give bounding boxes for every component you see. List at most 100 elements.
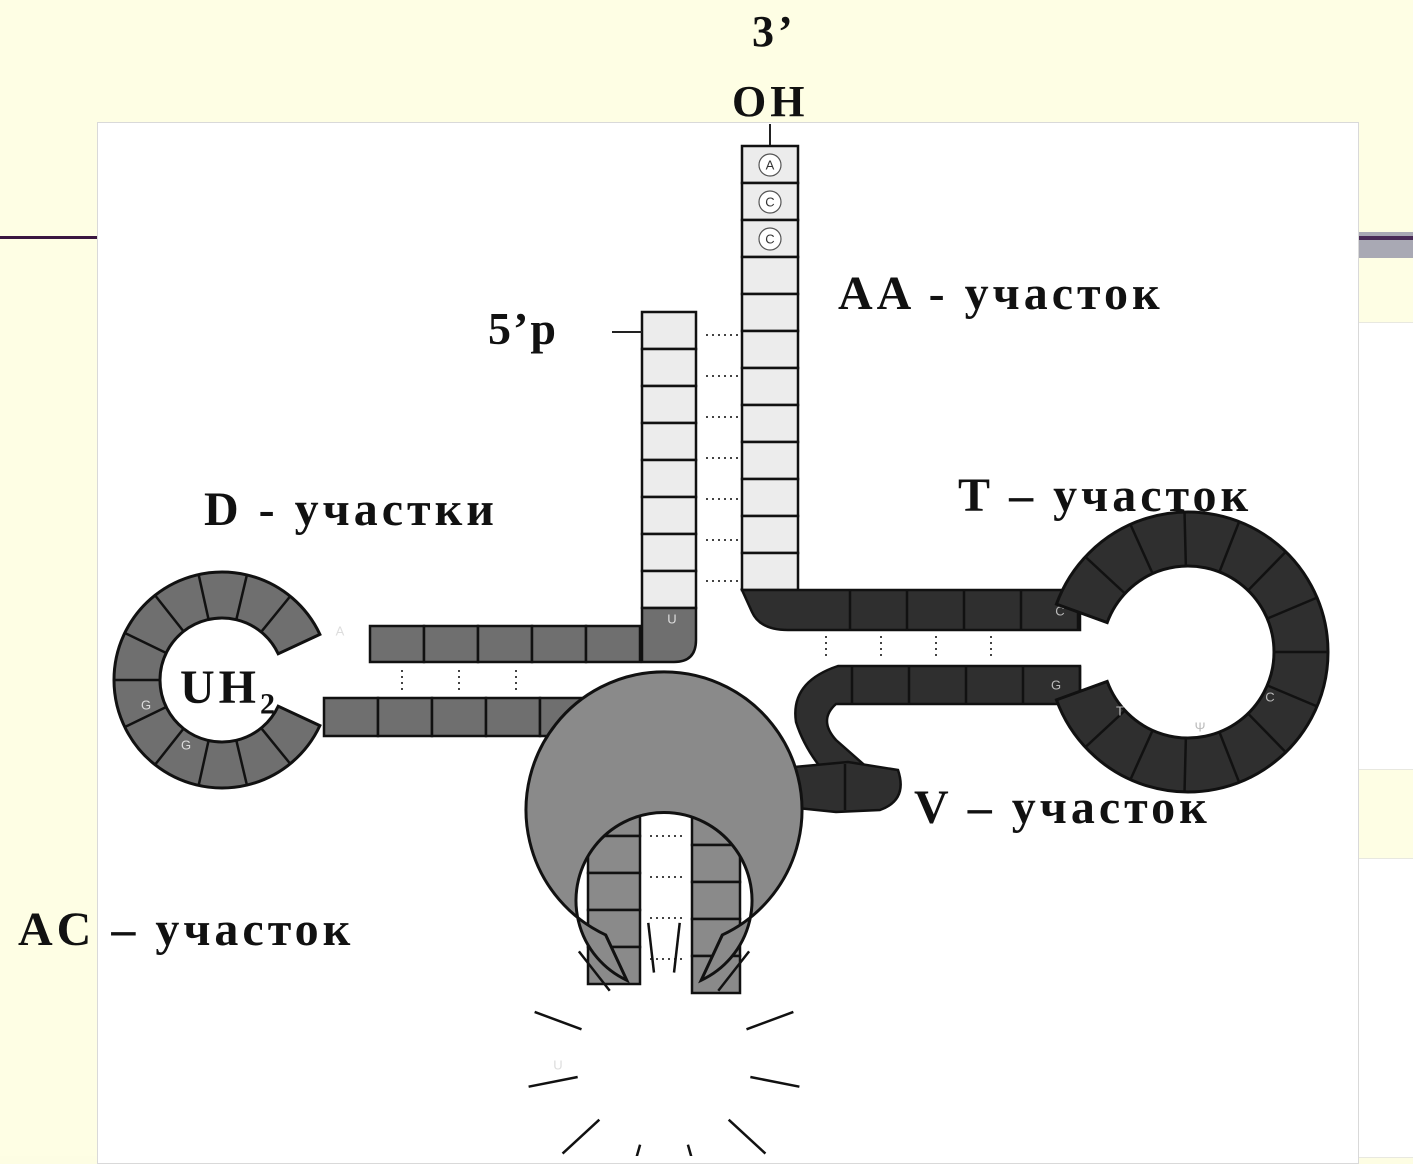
acceptor-3-cell xyxy=(740,440,800,481)
anticodon-loop-seg xyxy=(604,934,628,981)
t-stem-c: C xyxy=(1055,603,1064,618)
d-loop-seg xyxy=(260,727,292,765)
acceptor-5-cell xyxy=(640,569,698,610)
d-loop-a: A xyxy=(336,623,345,638)
uh2-label: UH2 xyxy=(180,660,279,722)
t-loop-t: T xyxy=(1116,703,1124,718)
acceptor-3-cell xyxy=(740,255,800,296)
d-loop-seg xyxy=(154,594,185,633)
t-loop-seg xyxy=(1183,737,1188,792)
d-loop-seg xyxy=(277,633,321,655)
v-region-label: V – участок xyxy=(914,781,1211,834)
anticodon-loop-seg xyxy=(672,922,681,973)
t-loop-seg xyxy=(1056,680,1108,702)
t-loop-seg xyxy=(1129,729,1154,781)
d-loop-seg xyxy=(260,595,292,633)
d-loop-g1: G xyxy=(141,697,151,712)
d-stem-bottom-cell xyxy=(322,696,380,738)
d-stem-bottom-cell xyxy=(376,696,434,738)
t-loop-seg xyxy=(1218,731,1241,783)
nt-circle xyxy=(758,227,782,251)
acceptor-5-cell xyxy=(640,421,698,462)
ac-stem-right-cell xyxy=(690,880,742,921)
slide-divider-left xyxy=(0,236,100,239)
d-stem-u: U xyxy=(667,611,676,626)
t-loop-seg xyxy=(1266,596,1318,620)
t-loop-seg xyxy=(1129,523,1154,575)
d-stem-top-cell xyxy=(368,624,426,664)
anticodon-loop-seg xyxy=(727,1118,767,1155)
t-loop-seg xyxy=(1247,712,1287,754)
t-loop-seg xyxy=(1218,521,1241,573)
anticodon-loop-seg xyxy=(647,922,656,973)
anticodon-loop xyxy=(524,670,804,984)
aa-region-label: AA - участок xyxy=(838,267,1164,320)
acceptor-3-cell xyxy=(740,477,800,518)
t-loop-seg xyxy=(1056,602,1108,624)
d-region-label: D - участки xyxy=(204,483,498,536)
ac-stem-left-cell xyxy=(586,871,642,912)
acceptor-3-cell xyxy=(740,329,800,370)
t-loop-c: C xyxy=(1265,689,1274,704)
acceptor-5-cell xyxy=(640,532,698,573)
anticodon-loop-seg xyxy=(561,1118,601,1155)
acceptor-5-cell xyxy=(640,384,698,425)
t-region-label: T – участок xyxy=(958,469,1253,522)
ac-region-label: AC – участок xyxy=(18,903,355,956)
nt-circle xyxy=(758,190,782,214)
d-loop-seg xyxy=(197,740,210,786)
acceptor-3-cell xyxy=(740,366,800,407)
t-stem-g: G xyxy=(1051,677,1061,692)
five-prime-label: 5’p xyxy=(488,303,558,354)
uh-subscript: 2 xyxy=(260,687,279,721)
d-loop-seg xyxy=(197,574,210,620)
anticodon-loop-seg xyxy=(577,950,611,992)
d-stem-top-cell xyxy=(530,624,588,664)
t-loop-seg xyxy=(1084,555,1126,595)
background-panel-right-2 xyxy=(1357,858,1413,1158)
anticodon-loop-seg xyxy=(528,1075,578,1088)
acceptor-nucleotide: C xyxy=(765,231,774,246)
acceptor-5-cell xyxy=(640,347,698,388)
d-stem-bottom-cell xyxy=(484,696,542,738)
anticodon-loop-seg xyxy=(635,1144,642,1156)
three-prime-label: 3’ xyxy=(752,7,797,56)
d-corner xyxy=(640,606,698,664)
acceptor-3-cell xyxy=(740,403,800,444)
slide-divider-right-line xyxy=(1357,236,1413,240)
anticodon-loop-seg xyxy=(534,1010,582,1031)
d-loop-seg xyxy=(124,631,167,655)
anticodon-loop-seg xyxy=(686,1144,693,1156)
d-loop-seg xyxy=(124,705,167,729)
anticodon-u: U xyxy=(553,1057,562,1072)
uh-text: UH xyxy=(180,661,260,714)
background-panel-right-1 xyxy=(1357,322,1413,770)
acceptor-nucleotide: A xyxy=(766,157,775,172)
t-loop-psi: Ψ xyxy=(1195,719,1206,734)
anticodon-loop-seg xyxy=(750,1075,800,1088)
t-loop-seg xyxy=(1084,709,1126,749)
acceptor-nucleotide: C xyxy=(765,194,774,209)
d-loop xyxy=(112,570,322,790)
d-stem-bottom-cell xyxy=(430,696,488,738)
acceptor-5-cell xyxy=(640,310,698,351)
acceptor-5-cell xyxy=(640,458,698,499)
t-stem-top xyxy=(740,588,1082,632)
acceptor-3-cell xyxy=(740,514,800,555)
ac-stem-right-cell xyxy=(690,843,742,884)
t-loop-seg xyxy=(1266,684,1318,708)
d-stem-top-cell xyxy=(422,624,480,664)
acceptor-5-cell xyxy=(640,495,698,536)
oh-label: OH xyxy=(732,77,809,126)
d-loop-seg xyxy=(277,705,321,727)
d-loop-seg xyxy=(235,574,249,620)
acceptor-3-cell xyxy=(740,292,800,333)
t-loop-seg xyxy=(1247,550,1287,592)
d-stem-top-cell xyxy=(476,624,534,664)
d-loop-g2: G xyxy=(181,737,191,752)
anticodon-loop-seg xyxy=(700,934,724,981)
acceptor-3-cell xyxy=(740,551,800,592)
d-stem-top-cell xyxy=(584,624,642,664)
t-loop-seg xyxy=(1183,512,1188,567)
